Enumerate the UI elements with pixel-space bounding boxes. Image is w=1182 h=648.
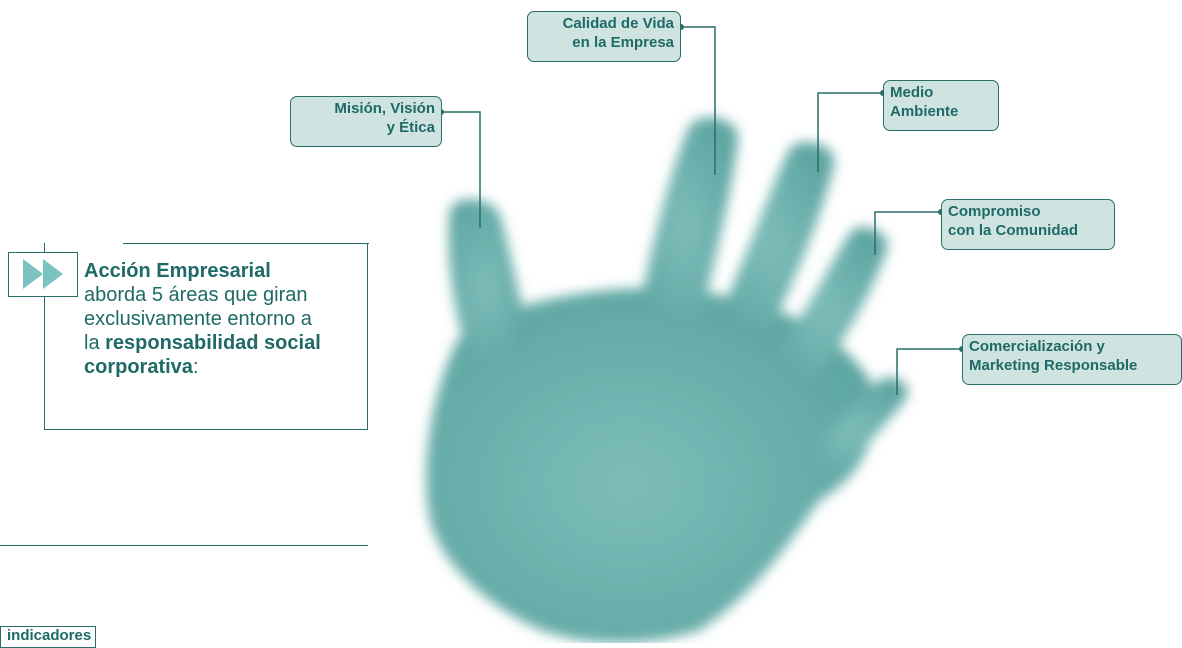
- area-label-line: con la Comunidad: [948, 221, 1108, 240]
- area-label-line: Calidad de Vida: [534, 14, 674, 33]
- area-label-calidad: Calidad de Vida en la Empresa: [527, 11, 681, 62]
- area-label-line: Misión, Visión: [297, 99, 435, 118]
- intro-line: la: [84, 332, 105, 354]
- intro-line: exclusivamente entorno a: [84, 307, 366, 331]
- area-label-line: en la Empresa: [534, 33, 674, 52]
- area-label-mision: Misión, Visión y Ética: [290, 96, 442, 147]
- area-label-line: Comercialización y: [969, 337, 1175, 356]
- area-label-line: y Ética: [297, 118, 435, 137]
- section-divider: [0, 545, 368, 546]
- intro-line: aborda 5 áreas que giran: [84, 283, 366, 307]
- area-label-line: Marketing Responsable: [969, 356, 1175, 375]
- area-label-compromiso: Compromiso con la Comunidad: [941, 199, 1115, 250]
- area-label-line: Compromiso: [948, 202, 1108, 221]
- indicadores-tag: indicadores: [0, 626, 96, 648]
- intro-highlight: responsabilidad social: [105, 332, 321, 354]
- area-label-medio: Medio Ambiente: [883, 80, 999, 131]
- intro-text: Acción Empresarial aborda 5 áreas que gi…: [84, 259, 366, 379]
- intro-line: :: [193, 356, 199, 378]
- area-label-line: Medio: [890, 83, 992, 102]
- intro-highlight: corporativa: [84, 356, 193, 378]
- double-arrow-icon: [8, 252, 78, 297]
- area-label-comercializacion: Comercialización y Marketing Responsable: [962, 334, 1182, 385]
- area-label-line: Ambiente: [890, 102, 992, 121]
- intro-title: Acción Empresarial: [84, 260, 271, 282]
